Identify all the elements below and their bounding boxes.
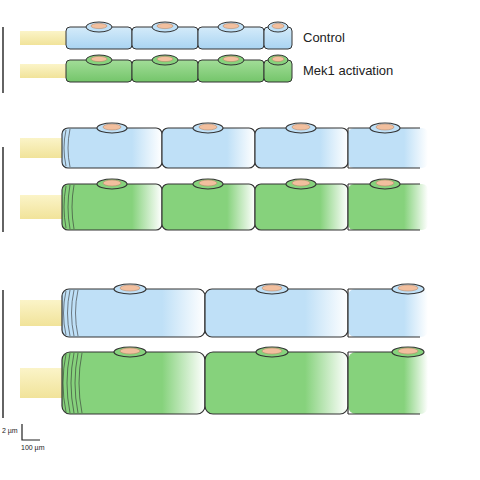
axon-mek1-medium (20, 179, 428, 230)
scale-bars (2, 27, 3, 418)
axon-mek1-small (20, 55, 292, 82)
scale-bar (22, 424, 40, 440)
axon-control-medium (20, 123, 428, 168)
axon-control-small (20, 22, 292, 49)
axon-control-large (20, 284, 428, 337)
scale-label: 2 µm (2, 427, 18, 435)
scale-label: 100 µm (21, 444, 45, 452)
condition-label: Control (303, 31, 345, 45)
condition-label: Mek1 activation (303, 64, 393, 78)
axon-mek1-large (20, 347, 428, 414)
